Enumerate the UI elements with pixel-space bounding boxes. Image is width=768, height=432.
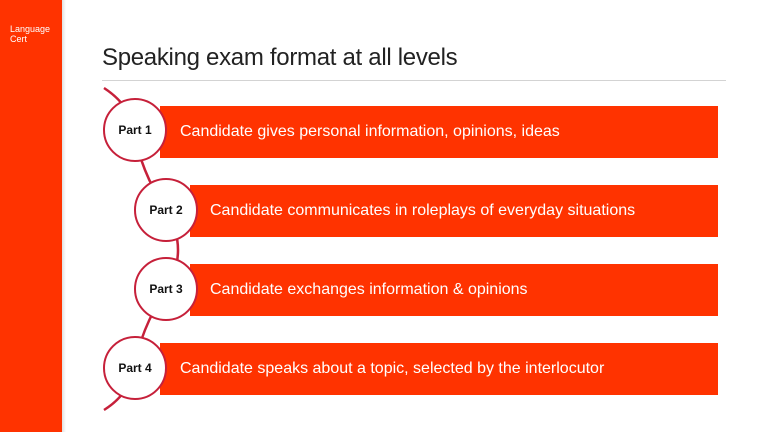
languagecert-logo: Language Cert xyxy=(10,24,50,44)
brand-sidebar xyxy=(0,0,62,432)
part-2-text: Candidate communicates in roleplays of e… xyxy=(210,202,636,219)
part-4-label: Part 4 xyxy=(118,361,152,375)
part-2-badge: Part 2 xyxy=(134,178,198,242)
part-1-bar: Candidate gives personal information, op… xyxy=(160,106,718,158)
slide-title: Speaking exam format at all levels xyxy=(102,44,458,71)
part-4-text: Candidate speaks about a topic, selected… xyxy=(180,360,605,377)
part-1-badge: Part 1 xyxy=(103,98,167,162)
part-4-badge: Part 4 xyxy=(103,336,167,400)
part-1-label: Part 1 xyxy=(118,123,152,137)
part-2-bar: Candidate communicates in roleplays of e… xyxy=(190,185,718,237)
logo-line-2: Cert xyxy=(10,34,28,44)
part-4-bar: Candidate speaks about a topic, selected… xyxy=(160,343,718,395)
sidebar-shadow xyxy=(62,0,66,432)
part-2-label: Part 2 xyxy=(149,203,183,217)
part-3-text: Candidate exchanges information & opinio… xyxy=(210,281,528,298)
part-3-badge: Part 3 xyxy=(134,257,198,321)
part-3-label: Part 3 xyxy=(149,282,183,296)
part-1-text: Candidate gives personal information, op… xyxy=(180,123,560,140)
logo-line-1: Language xyxy=(10,24,51,34)
part-3-bar: Candidate exchanges information & opinio… xyxy=(190,264,718,316)
title-divider xyxy=(102,80,726,81)
